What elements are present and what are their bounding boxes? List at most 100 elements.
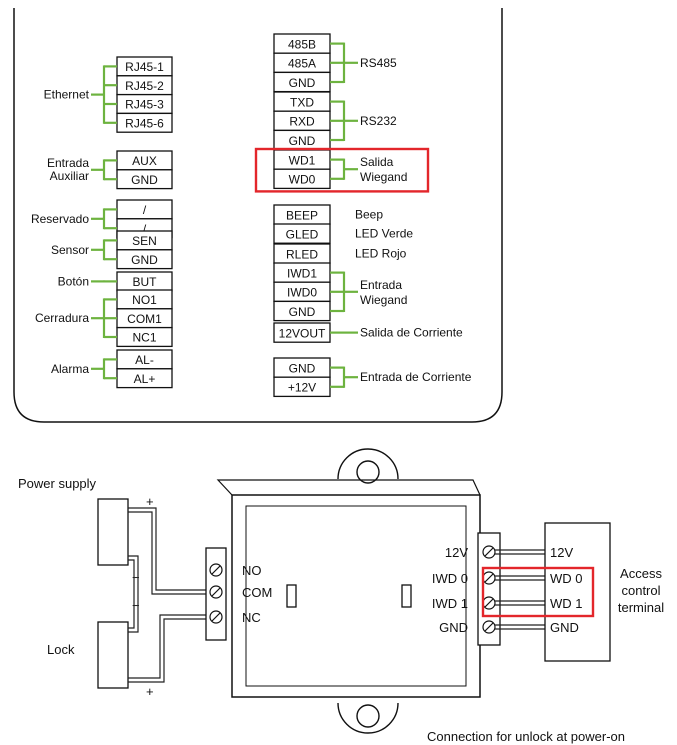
power-supply-plus: + — [146, 494, 154, 509]
access-terminal-pin-wd-0: WD 0 — [550, 571, 583, 586]
relay-terminal-nc: NC — [242, 610, 261, 625]
relay-module: NO COM NC 12V IWD 0 IWD 1 GND — [205, 448, 501, 734]
relay-terminal-gnd: GND — [439, 620, 468, 635]
group-label-line: Wiegand — [360, 170, 407, 184]
pin-label: / — [143, 203, 147, 217]
pin-label: GND — [289, 76, 316, 90]
relay-terminal-com: COM — [242, 585, 272, 600]
group-label: LED Verde — [355, 227, 413, 241]
terminal-label-line-3: terminal — [618, 600, 664, 615]
pin-label: 485A — [288, 57, 316, 71]
terminal-panel: RJ45-1RJ45-2RJ45-3RJ45-6EthernetAUXGNDEn… — [13, 8, 503, 423]
relay-terminal-12v: 12V — [445, 545, 468, 560]
lock-label: Lock — [47, 642, 75, 657]
pin-label: NC1 — [132, 331, 156, 345]
group-label: Cerradura — [35, 311, 89, 325]
screw-slot — [211, 565, 221, 575]
group-label: LED Rojo — [355, 247, 407, 261]
pin-label: SEN — [132, 234, 157, 248]
pin-label: 485B — [288, 38, 316, 52]
right-group-entrada-de-corriente: GND +12V Entrada de Corriente — [273, 357, 472, 398]
unlock-wiring: Power supply + − Lock − + — [18, 448, 664, 744]
access-terminal-pin-gnd: GND — [550, 620, 579, 635]
screw-slot — [484, 622, 494, 632]
pin-label: RJ45-1 — [125, 60, 164, 74]
pin-label: +12V — [288, 381, 316, 395]
pin-box — [273, 223, 331, 244]
pin-label: GND — [131, 173, 158, 187]
relay-terminal-no: NO — [242, 563, 262, 578]
left-group-alarma: AL-AL+Alarma — [51, 349, 173, 389]
group-label: Salida de Corriente — [360, 326, 463, 340]
caption: Connection for unlock at power-on — [427, 729, 625, 744]
right-group-led-verde: GLED LED Verde — [273, 223, 413, 244]
screw-slot — [211, 587, 221, 597]
power-supply-label: Power supply — [18, 476, 97, 491]
group-label-line: Entrada — [47, 156, 89, 170]
group-label: Alarma — [51, 362, 89, 376]
pin-label: BEEP — [286, 209, 318, 223]
lock-block — [97, 621, 129, 689]
left-terminal-groups: RJ45-1RJ45-2RJ45-3RJ45-6EthernetAUXGNDEn… — [31, 56, 173, 389]
pin-label: RLED — [286, 248, 318, 262]
relay-terminal-iwd-1: IWD 1 — [432, 596, 468, 611]
pin-label: IWD1 — [287, 267, 317, 281]
screw-slot — [484, 573, 494, 583]
right-group-salida-de-corriente: 12VOUT Salida de Corriente — [273, 322, 463, 343]
pin-label: BUT — [133, 275, 158, 289]
pin-label: COM1 — [127, 312, 162, 326]
group-label: Ethernet — [44, 88, 90, 102]
right-wires — [495, 549, 545, 630]
left-group-bot-n: BUT Botón — [58, 271, 173, 292]
lock-plus: + — [146, 684, 154, 699]
pin-label: / — [143, 222, 147, 236]
pin-label: RJ45-2 — [125, 79, 164, 93]
pin-label: TXD — [290, 96, 314, 110]
group-label: Entrada de Corriente — [360, 370, 472, 384]
wiegand-highlight — [481, 566, 595, 618]
pin-label: RJ45-6 — [125, 116, 164, 130]
pin-label: GND — [131, 253, 158, 267]
power-supply-minus: − — [132, 570, 140, 585]
access-terminal-pin-wd-1: WD 1 — [550, 596, 583, 611]
right-terminal-groups: 485B485AGNDRS485TXDRXDGNDRS232WD1WD0Sali… — [254, 33, 472, 398]
group-label: Sensor — [51, 243, 89, 257]
pin-label: AL- — [135, 353, 154, 367]
screw-slot — [484, 598, 494, 608]
right-group-led-rojo: RLED LED Rojo — [273, 243, 407, 264]
group-label-line: Auxiliar — [50, 169, 89, 183]
screw-slot — [484, 547, 494, 557]
pin-label: GND — [289, 362, 316, 376]
group-label: Reservado — [31, 212, 89, 226]
lock-minus: − — [132, 598, 140, 613]
relay-terminal-iwd-0: IWD 0 — [432, 571, 468, 586]
access-terminal-pin-12v: 12V — [550, 545, 573, 560]
pin-label: WD0 — [289, 173, 316, 187]
screw-slot — [211, 612, 221, 622]
pin-label: RXD — [289, 115, 315, 129]
pin-label: NO1 — [132, 293, 157, 307]
pin-label: RJ45-3 — [125, 98, 164, 112]
group-label-line: Salida — [360, 155, 394, 169]
pin-label: GLED — [286, 228, 319, 242]
terminal-label-line-1: Access — [620, 566, 662, 581]
group-label: RS232 — [360, 114, 397, 128]
access-control-terminal: 12V WD 0 WD 1 GND Access control terminal — [544, 522, 664, 662]
pin-label: 12VOUT — [279, 327, 326, 341]
pin-label: GND — [289, 305, 316, 319]
group-label: Botón — [58, 274, 89, 288]
left-wires — [128, 507, 212, 683]
terminal-label-line-2: control — [621, 583, 660, 598]
pin-label: WD1 — [289, 154, 316, 168]
left-group-sensor: SEN GND Sensor — [51, 230, 173, 270]
group-label-line: Wiegand — [360, 293, 407, 307]
highlight-box — [254, 147, 430, 193]
group-label-line: Entrada — [360, 278, 402, 292]
pin-label: IWD0 — [287, 286, 317, 300]
